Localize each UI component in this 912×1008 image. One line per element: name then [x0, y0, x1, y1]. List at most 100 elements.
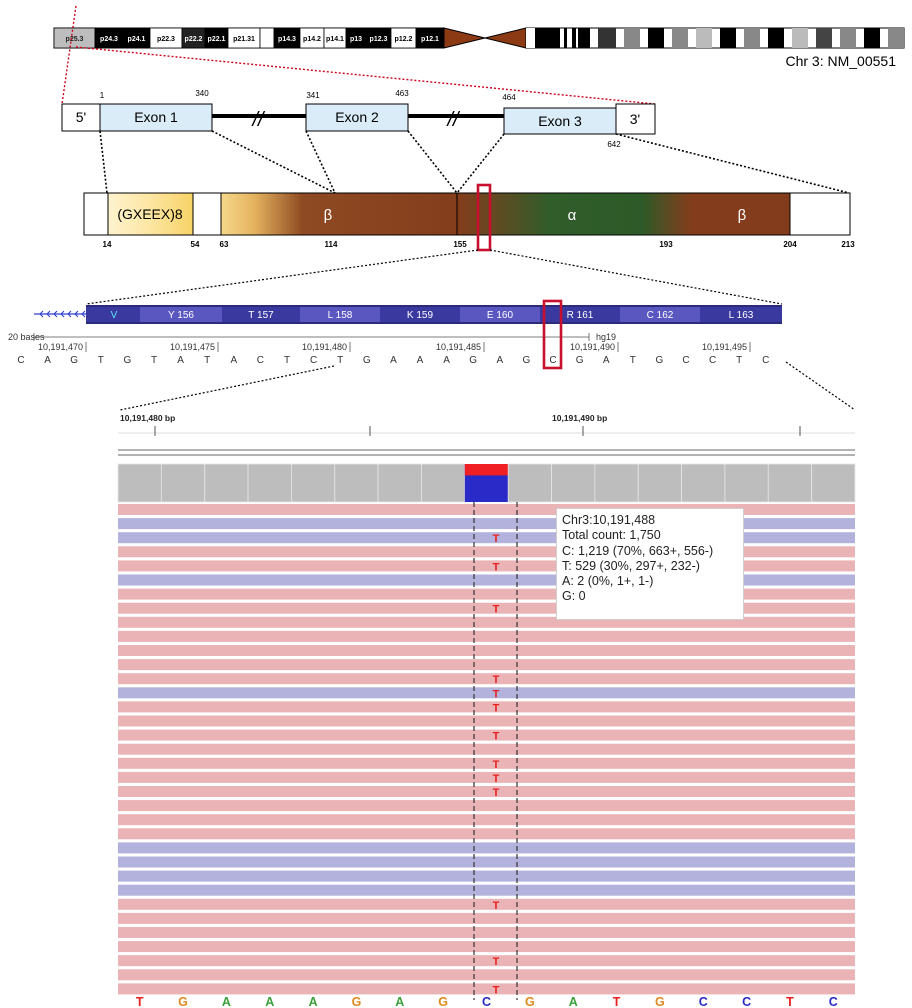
- protein-tick-155: 155: [453, 240, 467, 249]
- amino-acid-label: R 161: [567, 310, 594, 321]
- aligned-read: [118, 757, 855, 769]
- igv-ruler-label-left: 10,191,480 bp: [120, 413, 175, 423]
- amino-acid-block: [86, 307, 140, 322]
- mismatch-base: T: [493, 900, 500, 912]
- ideogram-band-label: p14.1: [326, 36, 344, 43]
- variant-highlight-sequence: [542, 299, 563, 370]
- ideogram-band-label: p24.3: [100, 36, 118, 43]
- aligned-read: [118, 955, 855, 967]
- ideogram-band: [259, 27, 275, 49]
- aligned-read: [118, 912, 855, 924]
- reference-base: G: [469, 355, 477, 366]
- igv-reference-base: C: [699, 995, 708, 1008]
- ideogram-band-label: p12.3: [370, 36, 388, 43]
- five-prime-label: 5': [76, 109, 86, 125]
- ideogram-band: [572, 28, 576, 48]
- gene-model: [61, 103, 656, 135]
- mismatch-base: T: [493, 561, 500, 573]
- exon3-end: 642: [607, 140, 621, 149]
- mismatch-base: T: [493, 731, 500, 743]
- igv-reference-base: C: [829, 995, 838, 1008]
- reference-base: G: [576, 355, 584, 366]
- domain-alpha-label: α: [568, 207, 577, 224]
- amino-acid-block: [222, 307, 300, 322]
- aligned-read: [118, 983, 855, 995]
- exon1-label: Exon 1: [134, 109, 178, 125]
- exon2-end: 463: [395, 89, 409, 98]
- ideogram-band: [624, 28, 640, 48]
- coverage-bar: [767, 463, 813, 503]
- exon-protein-connectors: [99, 130, 850, 194]
- coverage-bar: [247, 463, 292, 503]
- reference-base: G: [70, 355, 78, 366]
- ideogram-band: [564, 28, 567, 48]
- amino-acid-block: [300, 307, 380, 322]
- mismatch-base: T: [493, 956, 500, 968]
- mismatch-base: T: [493, 759, 500, 771]
- reference-base: A: [44, 355, 51, 366]
- coverage-bar: [334, 463, 379, 503]
- tooltip-total: Total count: 1,750: [562, 528, 661, 543]
- aligned-read: [118, 828, 855, 840]
- reference-base: A: [177, 355, 184, 366]
- aligned-read: [118, 771, 855, 783]
- aligned-read: [118, 532, 855, 544]
- aligned-read: [118, 743, 855, 755]
- aligned-read: [118, 687, 855, 699]
- ideogram-band-label: p14.2: [303, 36, 321, 43]
- reference-base: C: [549, 355, 556, 366]
- reference-base: C: [310, 355, 317, 366]
- aligned-read: [118, 814, 855, 826]
- coverage-bar: [377, 463, 422, 503]
- ideogram-band-label: p22.3: [157, 36, 175, 43]
- coverage-bar: [507, 463, 552, 503]
- gene-accession-label: Chr 3: NM_00551: [785, 53, 896, 69]
- aligned-read: [118, 701, 855, 713]
- igv-reference-base: G: [655, 995, 665, 1008]
- exon2-label: Exon 2: [335, 109, 379, 125]
- coverage-bar: [291, 463, 336, 503]
- reference-base: G: [656, 355, 664, 366]
- aligned-read: [118, 602, 855, 614]
- tooltip-c: C: 1,219 (70%, 663+, 556-): [562, 543, 714, 558]
- amino-acid-label: L 163: [729, 310, 754, 321]
- protein-tick-114: 114: [325, 240, 338, 249]
- ideogram-band-label: p22.1: [208, 36, 226, 43]
- reference-base: C: [17, 355, 24, 366]
- amino-acid-label: Y 156: [168, 310, 194, 321]
- domain-beta1-label: β: [324, 207, 333, 224]
- igv-reference-base: G: [438, 995, 448, 1008]
- reference-base: C: [762, 355, 769, 366]
- aligned-read: [118, 898, 855, 910]
- reference-base: T: [204, 355, 210, 366]
- reference-base: A: [443, 355, 450, 366]
- ideogram-band-label: p13: [350, 36, 362, 43]
- aligned-read: [118, 884, 855, 896]
- ideogram-band-label: p24.1: [128, 36, 146, 43]
- igv-reference-base: A: [309, 995, 318, 1008]
- ideogram-band: [672, 28, 688, 48]
- aligned-read: [118, 659, 855, 671]
- aligned-read: [118, 616, 855, 628]
- aligned-read: [118, 927, 855, 938]
- reference-base: C: [257, 355, 264, 366]
- protein-tick-213: 213: [841, 240, 855, 249]
- aligned-read: [118, 856, 855, 868]
- ideogram-band: [648, 28, 664, 48]
- allele-count-tooltip: Chr3:10,191,488 Total count: 1,750 C: 1,…: [556, 508, 744, 620]
- amino-acid-label: V: [111, 310, 118, 321]
- igv-reference-base: A: [395, 995, 404, 1008]
- exon1-start: 1: [100, 91, 105, 100]
- aligned-read: [118, 504, 855, 515]
- protein-tick-204: 204: [783, 240, 797, 249]
- protein-tick-54: 54: [191, 240, 200, 249]
- reference-base: A: [390, 355, 397, 366]
- reference-base: T: [630, 355, 636, 366]
- coverage-bar: [160, 463, 206, 503]
- aligned-read: [118, 729, 855, 741]
- reference-base: A: [417, 355, 424, 366]
- genomic-coordinate: 10,191,480: [302, 342, 347, 352]
- variant-highlight-protein: [476, 183, 492, 252]
